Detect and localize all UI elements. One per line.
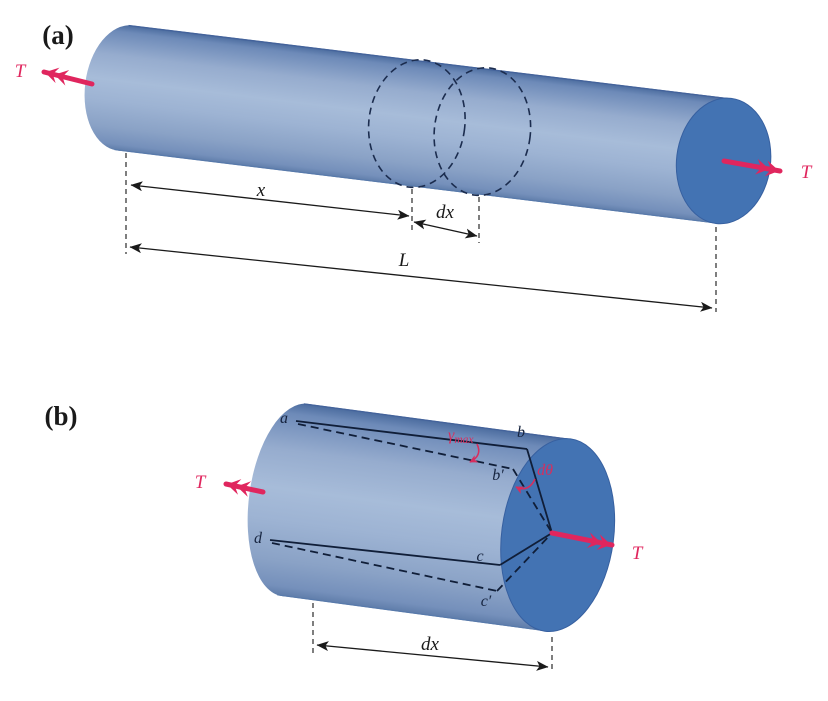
radius-b-center <box>526 448 553 534</box>
line-a-b <box>295 420 528 450</box>
torque-arrow-left-b <box>223 479 266 497</box>
point-label-b: b <box>517 424 525 441</box>
shaft-b-top-edge <box>303 403 571 441</box>
shaft-b-bottom-edge <box>277 594 545 632</box>
point-label-c-prime: c′ <box>481 593 492 610</box>
torque-arrow-right-a <box>721 158 783 177</box>
torque-label-left-b: T <box>195 472 207 493</box>
line-d-c <box>269 539 501 566</box>
point-label-d: d <box>254 530 263 547</box>
disk-element-circle-right <box>433 66 532 197</box>
dim-label-dx-a: dx <box>436 202 455 223</box>
gamma-max-label: γmax <box>448 427 474 446</box>
point-label-c: c <box>476 548 483 565</box>
dim-label-dx-b: dx <box>421 634 440 655</box>
dim-label-L: L <box>398 250 410 271</box>
torque-arrow-right-b <box>549 530 615 551</box>
point-label-b-prime: b′ <box>492 467 504 484</box>
shaft-a <box>84 24 772 225</box>
torque-label-right-b: T <box>632 543 644 564</box>
dim-line-dx-a <box>413 219 478 239</box>
shaft-a-bottom-edge <box>114 149 717 224</box>
shaft-b-body <box>282 403 571 632</box>
torque-label-right-a: T <box>801 162 813 183</box>
torque-label-left-a: T <box>15 61 27 82</box>
panel-a: (a) T T x dx L <box>15 20 813 312</box>
panel-b-label: (b) <box>45 401 78 431</box>
radius-c-prime-center <box>496 532 553 592</box>
gamma-max-angle-arrow <box>469 443 480 463</box>
dim-label-x: x <box>256 180 266 201</box>
dtheta-angle-arrow <box>515 478 536 494</box>
radius-c-center <box>499 532 553 566</box>
panel-b: (b) a b b′ d c c′ γmax dθ T <box>45 401 644 671</box>
dim-line-dx-b <box>316 641 549 671</box>
shaft-a-top-edge <box>128 24 732 100</box>
dim-line-L <box>129 243 713 312</box>
shaft-a-body <box>117 25 732 224</box>
shaft-b <box>247 403 616 632</box>
panel-a-label: (a) <box>42 20 73 50</box>
dtheta-label: dθ <box>537 462 553 479</box>
dim-line-x <box>130 181 410 220</box>
torque-arrow-left-a <box>41 67 95 87</box>
point-label-a: a <box>280 410 288 427</box>
